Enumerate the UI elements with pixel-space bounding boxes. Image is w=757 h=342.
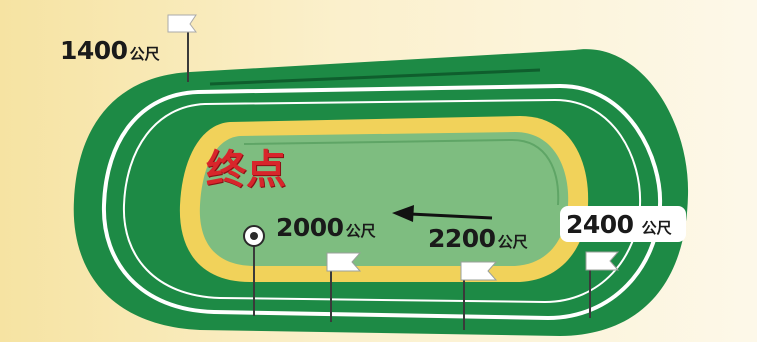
- distance-value: 2400: [566, 210, 634, 239]
- distance-value: 2200: [428, 224, 496, 253]
- label-backdrop: [560, 206, 686, 242]
- distance-value: 1400: [60, 36, 128, 65]
- start-flag-icon: [167, 14, 197, 82]
- top-rail-line: [209, 68, 541, 86]
- finish-post-icon: [243, 225, 265, 316]
- inner-rail: [122, 98, 642, 304]
- infield-turf: [199, 132, 569, 266]
- start-flag-icon: [326, 252, 362, 322]
- start-flag-icon: [460, 261, 498, 330]
- distance-unit: 公尺: [497, 233, 528, 251]
- distance-unit: 公尺: [641, 219, 672, 237]
- start-flag-icon: [585, 251, 620, 318]
- finish-label: 终点: [206, 147, 286, 193]
- distance-label-2400: 2400 公尺: [566, 212, 672, 237]
- direction-arrow-icon: [392, 205, 493, 222]
- distance-unit: 公尺: [129, 45, 160, 63]
- outer-rail: [101, 83, 663, 321]
- distance-unit: 公尺: [345, 222, 376, 240]
- turf-shade: [243, 138, 560, 206]
- distance-value: 2000: [276, 213, 344, 242]
